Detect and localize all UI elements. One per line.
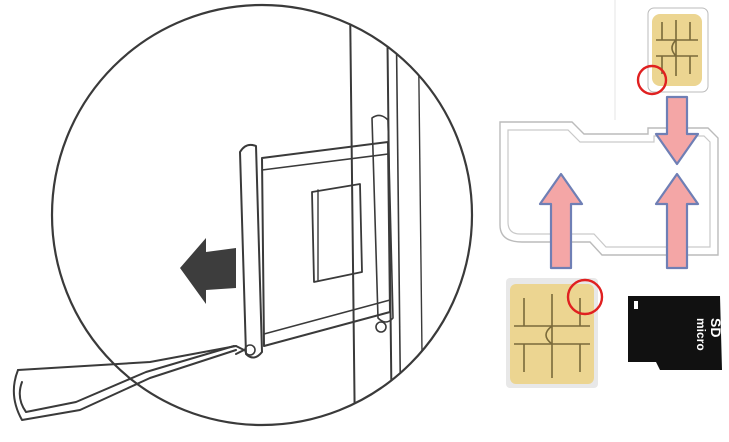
adapter-placement-diagram: micro SD: [499, 0, 729, 442]
sim-tray: [239, 141, 391, 359]
nano-sim-card: [647, 7, 709, 93]
circle-callout-icon: [636, 64, 668, 96]
left-arrow-icon: [180, 238, 236, 304]
down-arrow-icon: [654, 95, 700, 166]
micro-sd-card: micro SD: [628, 296, 724, 370]
sim-eject-pin-tool: [12, 345, 245, 421]
magnifier-circle: [50, 3, 474, 427]
up-arrow-icon: [538, 172, 584, 270]
up-arrow-icon: [654, 172, 700, 270]
sim-slot-cutout: [311, 183, 363, 283]
micro-sd-brand-label: micro: [694, 318, 708, 351]
micro-sd-logo-label: SD: [708, 318, 724, 337]
micro-sim-card: [506, 278, 598, 388]
magnified-view: [12, 3, 474, 427]
circle-callout-icon: [566, 278, 604, 316]
